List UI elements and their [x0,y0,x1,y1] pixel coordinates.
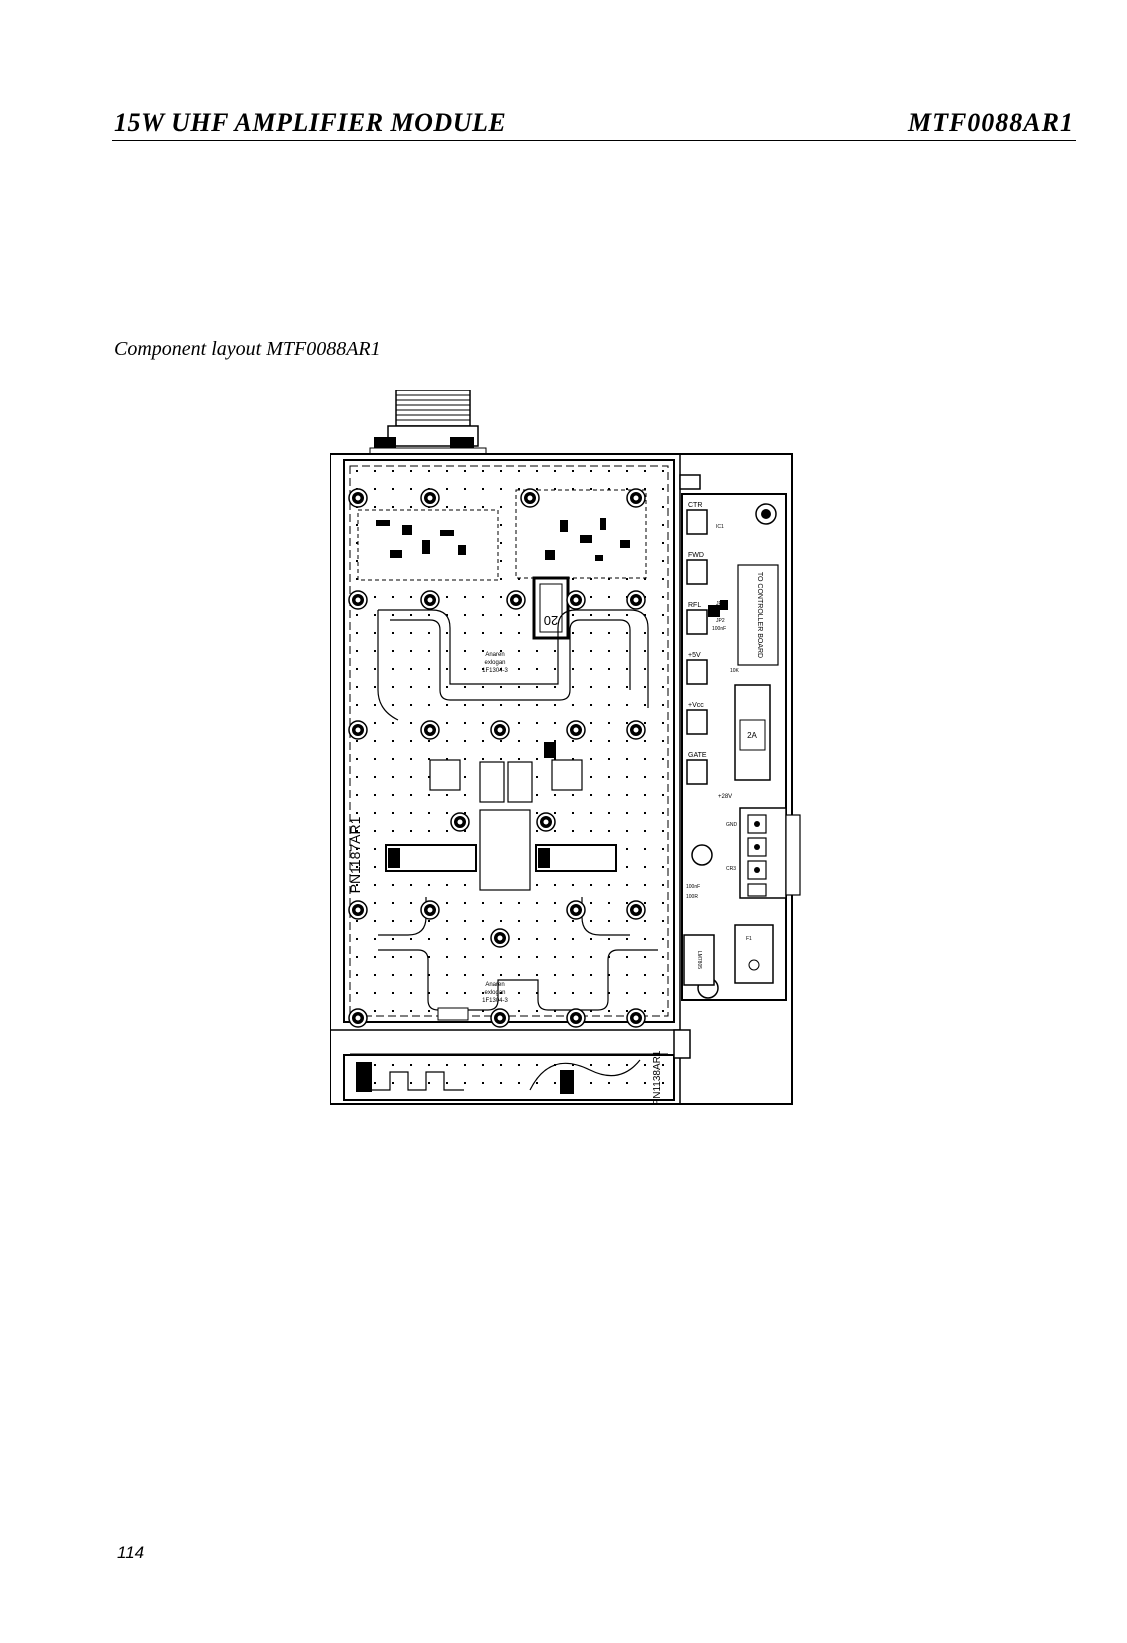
document-title: 15W UHF AMPLIFIER MODULE [114,108,506,138]
bias-label-gate: GATE [688,752,707,759]
bias-label-5v: +5V [688,652,701,659]
controller-connector-label: TO CONTROLLER BOARD [756,572,763,658]
lower-hybrid-brand: Anaren [485,982,504,988]
page-header: 15W UHF AMPLIFIER MODULE MTF0088AR1 [112,108,1076,141]
document-code: MTF0088AR1 [908,108,1074,138]
supply-28v-label: CR3 [726,866,736,872]
gnd-label: GND [726,822,738,828]
upper-hybrid-part: 1F1304-3 [482,668,508,674]
upper-hybrid-word: exlogan [484,660,505,666]
figure-caption: Component layout MTF0088AR1 [114,338,381,361]
res-10k: 10K [730,668,740,674]
res-100r: 100R [686,894,698,900]
bias-label-ctr: CTR [688,502,702,509]
page-number: 114 [117,1543,144,1563]
control-board: CTR FWD RFL +5V +Vcc GATE TO CONTROLLER … [682,494,800,1000]
upper-hybrid-brand: Anaren [485,652,504,658]
component-layout-drawing: 20 Anaren exlogan 1F1304-3 PN1187AR1 [330,390,810,1115]
driver-pcb: PN1138AR1 [344,1050,674,1105]
bias-label-rfl: RFL [688,602,701,609]
cap-100nf-1: 100nF [712,626,726,632]
lower-hybrid-part: 1F1304-3 [482,998,508,1004]
cr3-label: F1 [746,936,752,942]
part-20-label: 20 [544,613,558,628]
cap-100nf-2: 100nF [686,884,700,890]
part-2a-label: 2A [747,731,757,740]
bias-label-fwd: FWD [688,552,704,559]
ic1-label: IC1 [716,524,724,530]
pn-driver-label: PN1138AR1 [652,1050,663,1105]
jp2-label: JP2 [716,618,725,624]
pn-main-label: PN1187AR1 [347,816,363,893]
main-amplifier-pcb: 20 Anaren exlogan 1F1304-3 PN1187AR1 [344,460,674,1054]
lower-hybrid-word: exlogan [484,990,505,996]
n-connector [370,390,486,454]
fuse-f1-label: +28V [718,794,732,800]
jp1-label: JP1 [716,601,725,607]
regulator-label: LM7805 [696,951,702,969]
bias-label-vcc: +Vcc [688,702,704,709]
